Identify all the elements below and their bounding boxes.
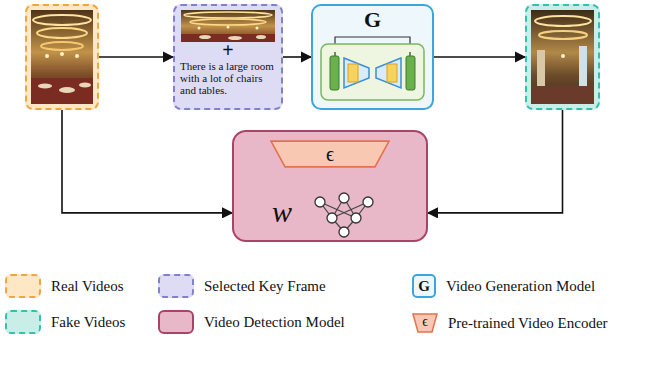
encoder-symbol: ϵ xyxy=(326,143,334,165)
encoder-shape xyxy=(344,58,369,88)
photo xyxy=(31,10,93,104)
unet-box xyxy=(321,44,424,100)
green-layer xyxy=(406,56,415,90)
key-frame-box: +There is a large room with a lot of cha… xyxy=(173,4,283,110)
detection-model-box: w ϵ xyxy=(232,130,428,242)
flow-arrow xyxy=(99,56,173,58)
legend-item: G Video Generation Model xyxy=(412,273,595,299)
yellow-block xyxy=(348,64,358,82)
legend-symbol: ϵ xyxy=(422,314,428,330)
photo xyxy=(531,10,594,104)
legend-symbol: G xyxy=(418,278,430,294)
flow-arrow xyxy=(283,56,311,58)
weight-symbol: w xyxy=(272,196,292,228)
legend-swatch: G xyxy=(412,274,436,298)
legend-swatch xyxy=(5,274,41,298)
decoder-shape xyxy=(376,58,401,88)
prompt-text: There is a large room with a lot of chai… xyxy=(175,58,281,96)
legend-text: Selected Key Frame xyxy=(204,278,326,295)
flow-arrow xyxy=(428,110,563,213)
model-symbol: G xyxy=(364,8,381,32)
legend-swatch xyxy=(158,310,194,334)
legend-text: Fake Videos xyxy=(51,314,125,331)
real-video-frame xyxy=(27,6,97,108)
legend-item: Selected Key Frame xyxy=(158,273,326,299)
generation-model-box: G xyxy=(311,4,434,110)
legend-swatch xyxy=(158,274,194,298)
yellow-block xyxy=(387,64,397,82)
legend-text: Pre-trained Video Encoder xyxy=(448,315,608,332)
network-neurons xyxy=(315,193,373,237)
legend-swatch xyxy=(5,310,41,334)
legend-item: Fake Videos xyxy=(5,309,125,335)
flow-arrow xyxy=(62,110,232,213)
legend-text: Real Videos xyxy=(51,278,124,295)
legend-item: Real Videos xyxy=(5,273,124,299)
green-layer xyxy=(330,56,339,90)
flow-arrow xyxy=(434,56,525,58)
photo xyxy=(181,10,275,42)
plus-sign: + xyxy=(175,42,281,58)
real-videos-box xyxy=(25,4,99,110)
fake-video-frame xyxy=(527,6,598,108)
legend-item: Video Detection Model xyxy=(158,309,345,335)
encoder-box: ϵ xyxy=(270,140,390,168)
legend-text: Video Generation Model xyxy=(446,278,595,295)
legend-item: ϵ Pre-trained Video Encoder xyxy=(412,310,608,336)
fake-videos-box xyxy=(525,4,600,110)
legend-text: Video Detection Model xyxy=(204,314,345,331)
legend-swatch: ϵ xyxy=(412,313,438,333)
